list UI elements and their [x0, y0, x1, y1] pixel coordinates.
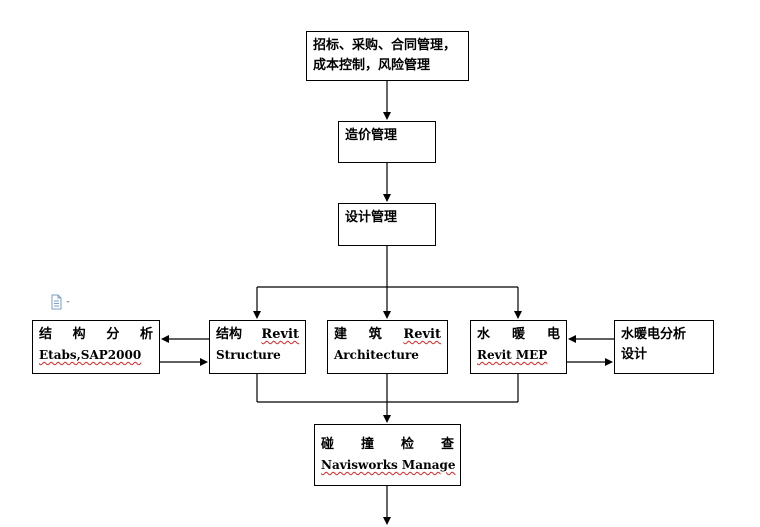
mep-analysis-box: 水暖电分析 设计 — [614, 320, 714, 374]
revit-architecture-en: Revit — [403, 327, 441, 342]
structural-analysis-line-1: 结 构 分 析 — [39, 325, 153, 345]
structural-analysis-char-1: 结 — [39, 327, 53, 342]
design-management-label: 设计管理 — [345, 210, 398, 225]
revit-mep-char-3: 电 — [546, 327, 560, 342]
clash-check-char-3: 检 — [400, 437, 414, 452]
structural-analysis-char-3: 分 — [106, 327, 120, 342]
revit-mep-line-1: 水 暖 电 — [477, 325, 560, 345]
clash-check-software: Navisworks Manage — [321, 458, 456, 472]
revit-mep-line-2: Revit MEP — [477, 348, 548, 362]
design-management-box: 设计管理 — [338, 203, 436, 246]
mep-analysis-line-1: 水暖电分析 — [621, 327, 687, 342]
revit-architecture-char-1: 建 — [334, 327, 348, 342]
procurement-line-1: 招标、采购、合同管理， — [313, 38, 457, 53]
procurement-line-2: 成本控制，风险管理 — [313, 58, 431, 73]
revit-structure-en: Revit — [261, 327, 299, 342]
cost-management-box: 造价管理 — [338, 121, 436, 163]
clash-check-char-4: 查 — [440, 437, 454, 452]
revit-structure-line-2: Structure — [216, 348, 281, 362]
revit-mep-box: 水 暖 电 Revit MEP — [470, 320, 567, 374]
revit-architecture-char-2: 筑 — [368, 327, 382, 342]
structural-analysis-software: Etabs,SAP2000 — [39, 348, 142, 362]
revit-architecture-line-2: Architecture — [334, 348, 419, 362]
revit-mep-char-2: 暖 — [511, 327, 525, 342]
clash-check-box: 碰 撞 检 查 Navisworks Manage — [314, 424, 461, 486]
cost-management-label: 造价管理 — [345, 128, 398, 143]
document-icon[interactable] — [50, 294, 76, 310]
clash-check-char-1: 碰 — [321, 437, 335, 452]
revit-architecture-line-1: 建 筑 Revit — [334, 325, 441, 345]
clash-check-char-2: 撞 — [360, 437, 374, 452]
structural-analysis-char-2: 构 — [72, 327, 86, 342]
structural-analysis-box: 结 构 分 析 Etabs,SAP2000 — [32, 320, 160, 374]
procurement-box: 招标、采购、合同管理， 成本控制，风险管理 — [306, 31, 469, 81]
clash-check-line-1: 碰 撞 检 查 — [321, 435, 454, 455]
mep-analysis-line-2: 设计 — [621, 347, 648, 362]
revit-structure-box: 结构 Revit Structure — [209, 320, 306, 374]
revit-mep-char-1: 水 — [477, 327, 491, 342]
revit-structure-cn: 结构 — [216, 327, 243, 342]
structural-analysis-char-4: 析 — [139, 327, 153, 342]
revit-structure-line-1: 结构 Revit — [216, 325, 299, 345]
revit-architecture-box: 建 筑 Revit Architecture — [327, 320, 448, 374]
